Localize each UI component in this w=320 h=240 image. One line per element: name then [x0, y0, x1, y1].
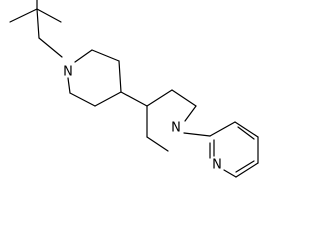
bond [94, 91, 122, 107]
bond [146, 89, 173, 107]
structure-canvas: N N N [9, 0, 259, 178]
atom-label-n-mid: N [171, 121, 181, 136]
bond [146, 136, 169, 152]
bond [235, 162, 259, 178]
bond [67, 77, 71, 94]
inter-ring-bond [120, 91, 148, 107]
double-bond [235, 160, 255, 173]
n-to-pyridine-bond [183, 132, 211, 137]
bond [74, 49, 93, 63]
bond [171, 89, 197, 107]
piperidine-ring-1 [67, 49, 122, 107]
pyridine-ring [209, 121, 259, 178]
bond [234, 121, 259, 138]
bond [118, 60, 122, 93]
bond [184, 105, 197, 122]
atom-label-n-pyridine: N [212, 158, 222, 173]
piperidine-ring-2 [146, 89, 197, 152]
atom-label-n-top: N [63, 65, 73, 80]
chemical-structure: N N N [9, 0, 259, 178]
bond [36, 8, 62, 23]
bond [91, 49, 120, 62]
isobutyl-group [9, 0, 63, 58]
bond [209, 121, 236, 137]
double-bond [237, 126, 255, 140]
bond [69, 92, 96, 107]
bond [223, 169, 237, 178]
bond [9, 8, 38, 23]
bond [36, 8, 40, 39]
bond [38, 37, 63, 58]
